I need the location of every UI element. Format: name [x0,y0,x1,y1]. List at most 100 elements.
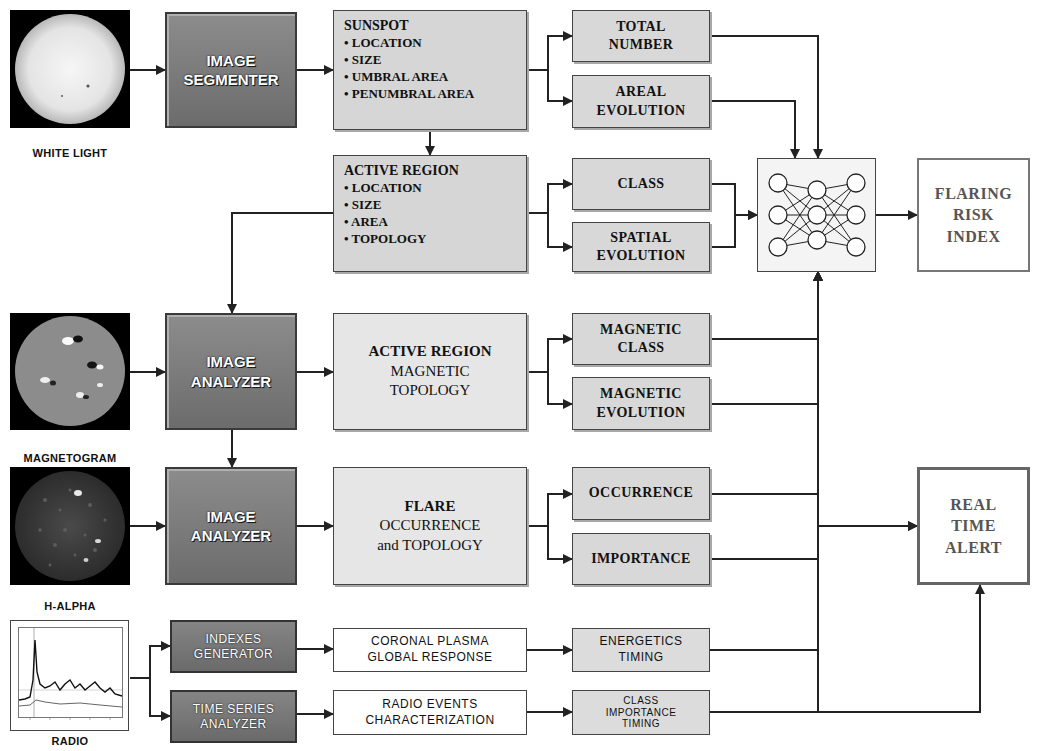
image-panel: RADIO [10,620,130,748]
processor-box: IMAGE ANALYZER [165,313,297,430]
box-label: ACTIVE REGION [369,342,492,362]
box-label: SUNSPOT [344,17,409,35]
connector-arrow [130,525,165,527]
box-label: • TOPOLOGY [344,231,426,248]
connector-arrow [710,526,917,559]
box-label: MAGNETIC EVOLUTION [585,385,697,421]
box-label: FLARE [405,497,456,517]
output-box: MAGNETIC EVOLUTION [572,377,710,430]
box-label: MAGNETIC TOPOLOGY [370,362,490,401]
processor-box: IMAGE ANALYZER [165,467,297,585]
output-box: TOTAL NUMBER [572,10,710,62]
connector-arrow [527,494,572,526]
analysis-box: CORONAL PLASMA GLOBAL RESPONSE [333,628,527,672]
processor-box: IMAGE SEGMENTER [165,12,297,128]
box-label: • PENUMBRAL AREA [344,86,474,103]
box-label: TIME SERIES ANALYZER [186,702,281,732]
connector-arrow [130,678,170,716]
analysis-box: ACTIVE REGIONMAGNETIC TOPOLOGY [333,313,527,430]
processor-box: INDEXES GENERATOR [170,620,297,673]
box-label: • SIZE [344,197,381,214]
connector-arrow [527,213,572,247]
box-label: CLASS IMPORTANCE TIMING [591,695,691,730]
h-alpha-image [10,467,130,585]
connector-arrow [130,646,170,678]
connector-arrow [232,213,333,313]
box-label: ENERGETICS TIMING [591,634,691,665]
connector-arrow [429,130,431,155]
white-light-image [10,10,130,128]
connector-arrow [130,69,165,71]
box-label: FLARING RISK INDEX [928,183,1020,248]
connector-arrow [527,649,572,651]
box-label: SPATIAL EVOLUTION [585,229,697,265]
box-label: OCCURRENCE [589,484,693,502]
connector-arrow [527,184,572,213]
neural-network-symbol [757,158,876,272]
connector-arrow [297,371,333,373]
connector-arrow [710,272,818,339]
connector-arrow [527,36,572,70]
connector-arrow [710,215,757,247]
connector-arrow [297,648,333,650]
output-box: OCCURRENCE [572,467,710,520]
connector-arrow [527,372,572,404]
image-panel: H-ALPHA [10,467,130,613]
connector-arrow [297,713,333,715]
connector-arrow [130,371,165,373]
alert-box: REAL TIME ALERT [917,467,1030,585]
result-box: FLARING RISK INDEX [917,158,1030,272]
box-label: IMPORTANCE [591,550,691,568]
connector-arrow [710,585,980,712]
box-label: RADIO [52,735,89,748]
box-label: • LOCATION [344,35,422,52]
box-label: IMAGE SEGMENTER [175,51,287,90]
box-label: REAL TIME ALERT [938,494,1010,559]
feature-list-box: ACTIVE REGION• LOCATION• SIZE• AREA• TOP… [333,155,527,272]
connector-arrow [710,36,818,158]
box-label: IMAGE ANALYZER [175,507,287,546]
neural-network-box [757,158,876,272]
connector-arrow [876,214,917,216]
box-label: IMAGE ANALYZER [175,352,287,391]
radio-plot-image [11,621,129,731]
output-box: SPATIAL EVOLUTION [572,222,710,272]
output-box: MAGNETIC CLASS [572,313,710,365]
connector-arrow [297,69,333,71]
output-box: ENERGETICS TIMING [572,628,710,672]
processor-box: TIME SERIES ANALYZER [170,690,297,743]
box-label: INDEXES GENERATOR [186,632,281,662]
output-box: AREAL EVOLUTION [572,75,710,128]
output-box: IMPORTANCE [572,533,710,585]
box-label: MAGNETOGRAM [24,452,117,465]
connector-arrow [710,272,818,650]
connector-arrow [527,526,572,559]
box-label: MAGNETIC CLASS [585,321,697,357]
output-box: CLASS [572,158,710,210]
box-label: H-ALPHA [44,600,96,613]
connector-arrow [710,272,818,404]
feature-list-box: SUNSPOT• LOCATION• SIZE• UMBRAL AREA• PE… [333,10,527,130]
connector-arrow [231,430,233,467]
box-label: TOTAL NUMBER [585,18,697,54]
connector-arrow [710,101,795,158]
box-label: OCCURRENCE and TOPOLOGY [370,516,490,555]
box-label: ACTIVE REGION [344,162,459,180]
analysis-box: FLAREOCCURRENCE and TOPOLOGY [333,467,527,585]
box-label: WHITE LIGHT [33,147,108,160]
box-label: • UMBRAL AREA [344,69,448,86]
output-box: CLASS IMPORTANCE TIMING [572,690,710,735]
box-label: • SIZE [344,52,381,69]
connector-arrow [527,711,572,713]
connector-arrow [527,70,572,101]
box-label: RADIO EVENTS CHARACTERIZATION [364,697,496,728]
connector-arrow [297,525,333,527]
analysis-box: RADIO EVENTS CHARACTERIZATION [333,690,527,735]
box-label: • LOCATION [344,180,422,197]
connector-arrow [710,272,818,494]
image-panel: MAGNETOGRAM [10,313,130,465]
box-label: CLASS [617,175,664,193]
box-label: CORONAL PLASMA GLOBAL RESPONSE [364,634,496,665]
connector-arrow [710,272,818,712]
